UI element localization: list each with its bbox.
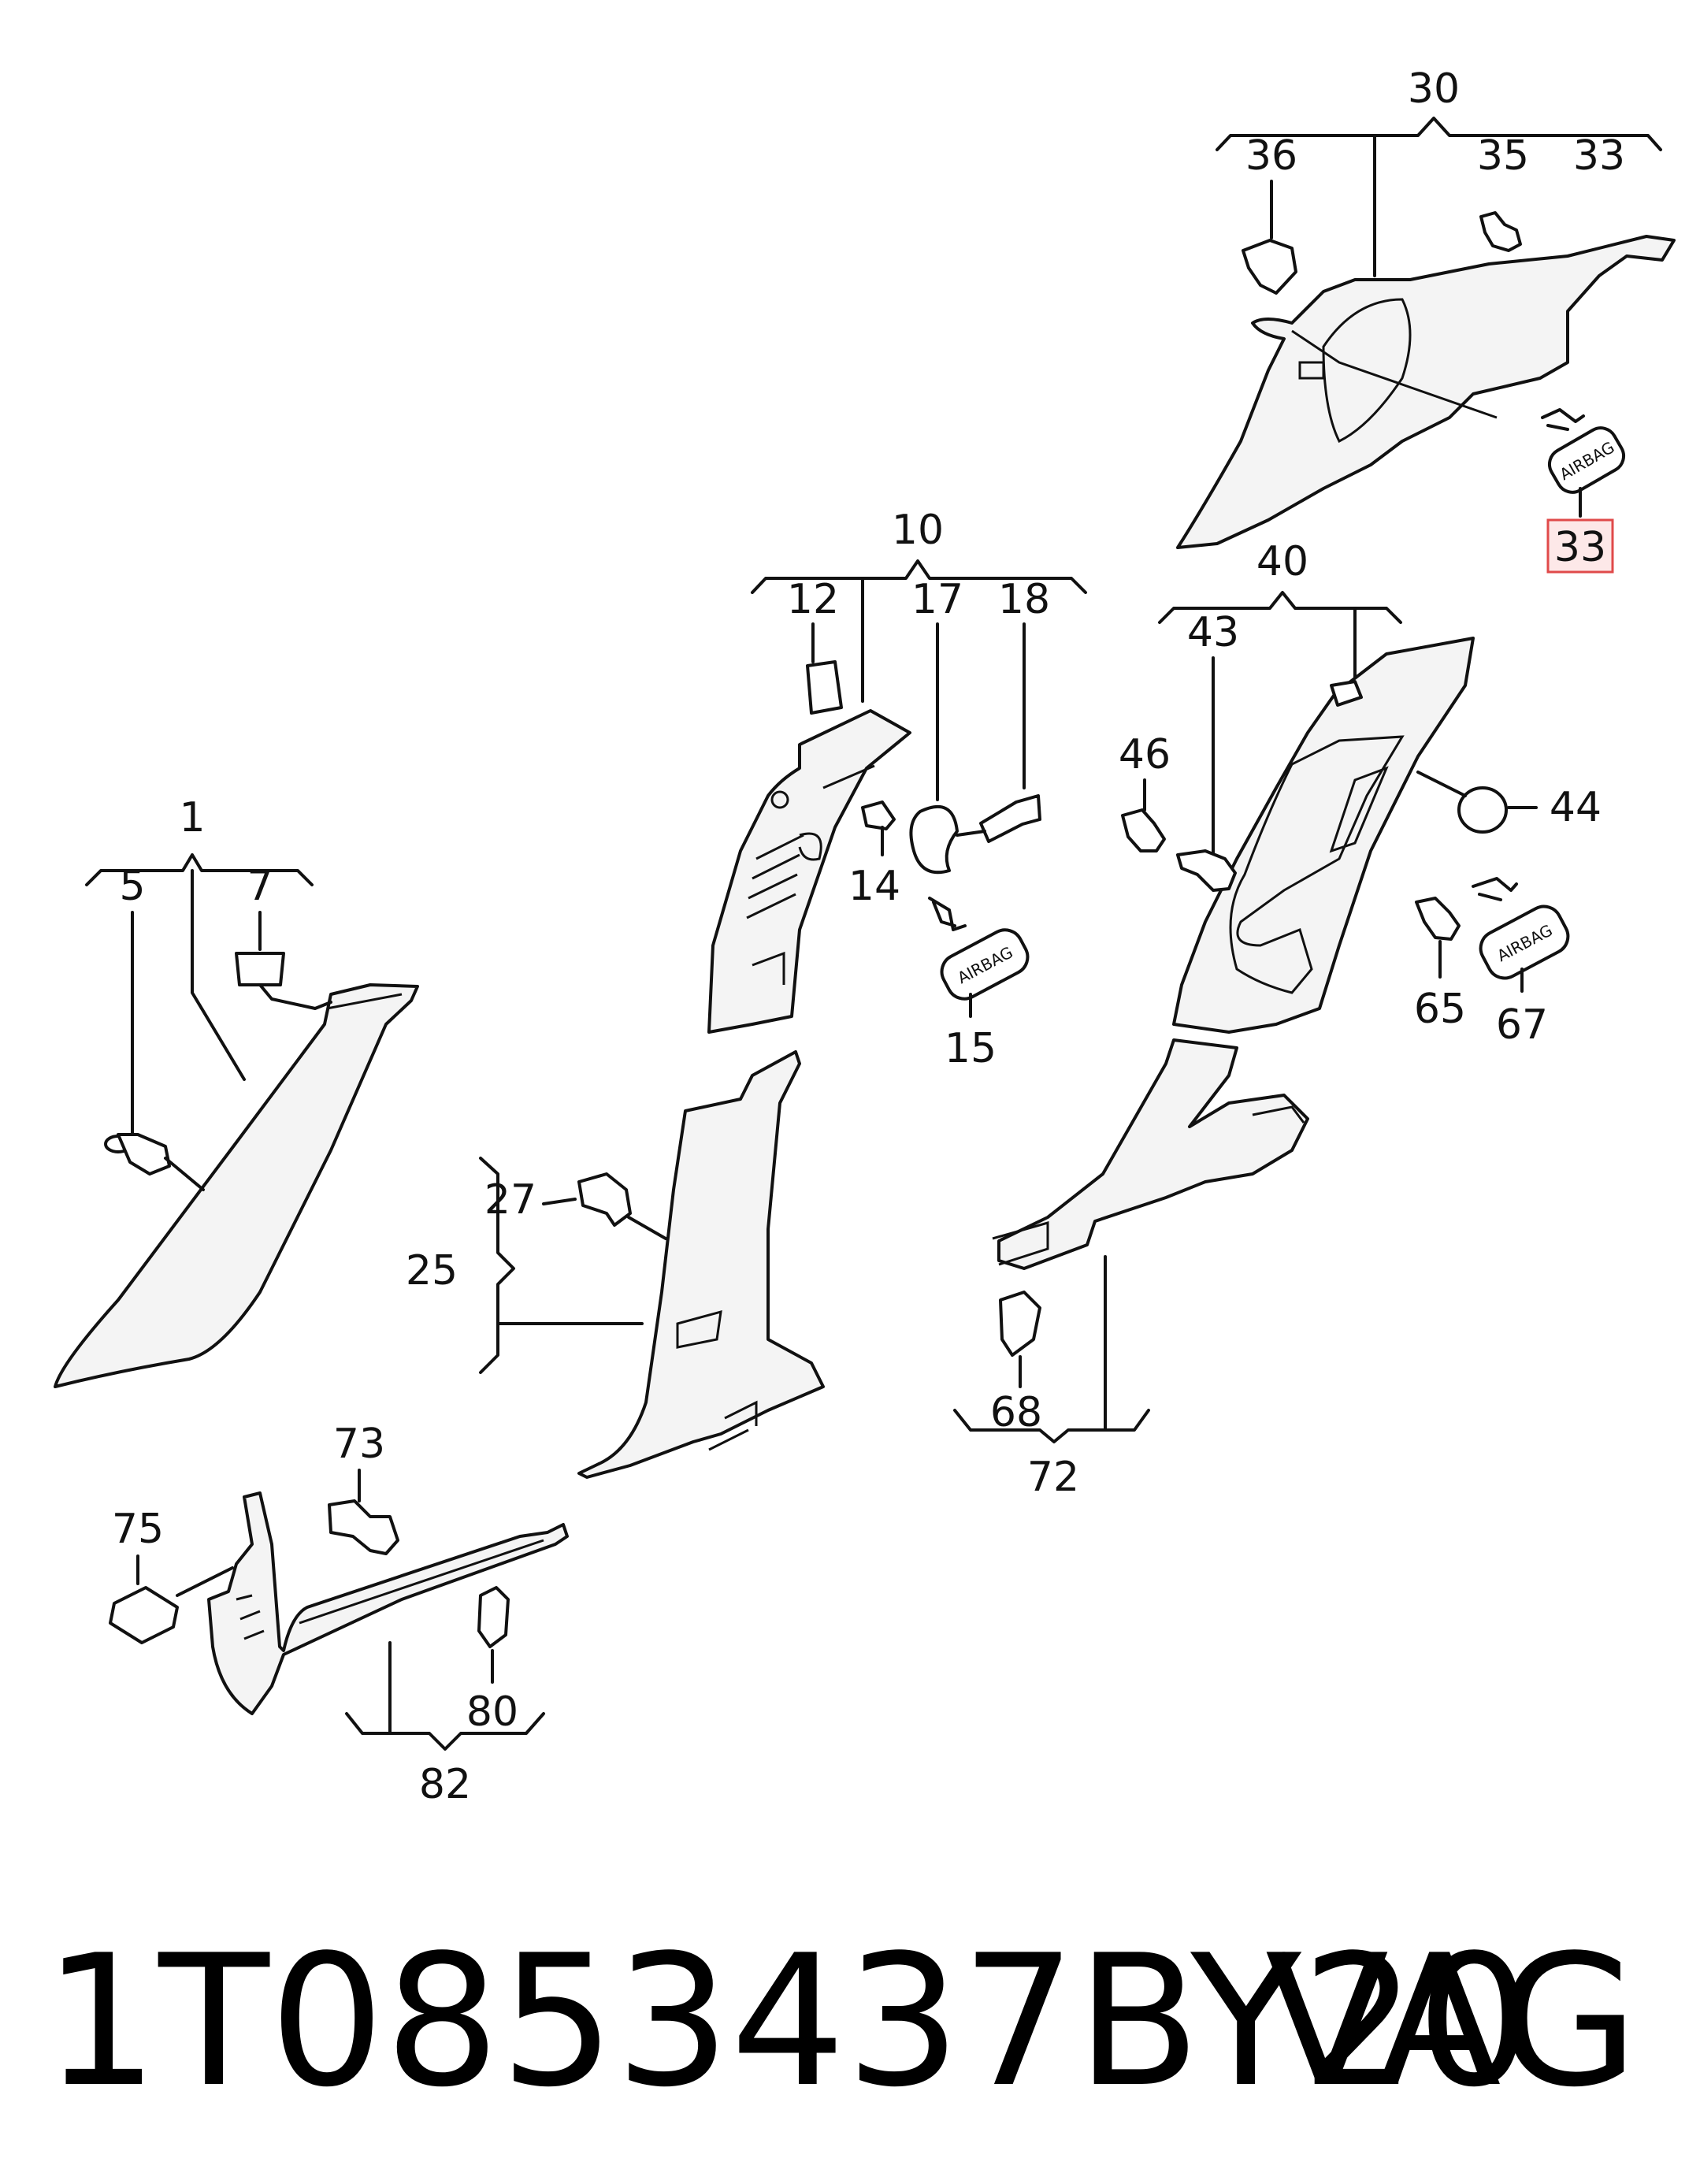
callout-67[interactable]: 43	[1187, 609, 1239, 656]
callout-68[interactable]: 46	[1119, 731, 1171, 778]
b-pillar-lower-trim[interactable]	[577, 1050, 825, 1479]
clip-12[interactable]	[806, 660, 843, 715]
callout-17[interactable]: 17	[911, 576, 963, 623]
airbag-badge-75[interactable]	[1475, 901, 1574, 984]
clip-36[interactable]	[1242, 239, 1297, 295]
callout-10[interactable]: 10	[892, 507, 944, 554]
bolt-68[interactable]	[1121, 808, 1166, 852]
clip-43[interactable]	[477, 1586, 510, 1648]
group-10-b-pillar-upper: 10 12 17 18 14 AIRBAG 15	[707, 507, 1087, 1072]
bolt-5[interactable]	[117, 1133, 171, 1176]
callout-73[interactable]: 65	[1414, 986, 1466, 1033]
callout-35[interactable]: 35	[1477, 132, 1529, 180]
callout-36[interactable]: 36	[1245, 132, 1297, 180]
callout-44[interactable]: 75	[112, 1506, 164, 1553]
group-25-b-pillar-lower: 25 27	[406, 1050, 825, 1479]
callout-33-highlighted[interactable]: 33	[1554, 524, 1606, 571]
callout-14[interactable]: 14	[848, 863, 900, 910]
callout-27[interactable]: 27	[484, 1176, 536, 1224]
callout-65[interactable]: 40	[1256, 538, 1308, 585]
brand-name: VAG	[1265, 1917, 1639, 2127]
group-40-front-sill: 73 75 80 82	[109, 1421, 569, 1808]
callout-1[interactable]: 1	[179, 794, 205, 841]
cap-17[interactable]	[909, 804, 959, 875]
bolt-73[interactable]	[1415, 897, 1461, 941]
callout-46[interactable]: 73	[333, 1421, 385, 1468]
callout-40[interactable]: 82	[419, 1761, 471, 1808]
callout-30[interactable]: 30	[1408, 65, 1460, 113]
bolt-67[interactable]	[1176, 849, 1237, 892]
clip-82[interactable]	[999, 1291, 1041, 1357]
front-sill-trim[interactable]	[207, 1491, 569, 1715]
callout-18[interactable]: 18	[998, 576, 1050, 623]
highlight-box-33	[1546, 518, 1614, 574]
callout-7[interactable]: 7	[247, 863, 273, 910]
callout-75[interactable]: 67	[1496, 1001, 1548, 1049]
group-80-rear-sill: 68 72	[953, 1038, 1309, 1501]
b-pillar-rear-trim[interactable]	[1172, 637, 1475, 1034]
clip-7[interactable]	[235, 952, 285, 986]
part-number: 1T0853437BY20	[43, 1917, 1532, 2127]
airbag-badge-15[interactable]	[936, 924, 1034, 1005]
group-30-c-pillar: 30 36 35 33 AIRBAG 33	[1176, 65, 1676, 574]
rear-sill-trim[interactable]	[997, 1038, 1309, 1270]
clip-65[interactable]	[1330, 680, 1363, 707]
callout-33-top[interactable]: 33	[1573, 132, 1625, 180]
clip-46[interactable]	[328, 1499, 399, 1555]
bolt-35[interactable]	[1479, 211, 1522, 252]
callout-12[interactable]: 12	[787, 576, 839, 623]
clip-27[interactable]	[577, 1172, 632, 1227]
callout-15[interactable]: 15	[945, 1025, 997, 1072]
screw-14[interactable]	[861, 800, 896, 830]
callout-43[interactable]: 80	[466, 1688, 518, 1736]
callout-72[interactable]: 44	[1550, 784, 1602, 831]
callout-5[interactable]: 5	[119, 863, 145, 910]
callout-80[interactable]: 72	[1027, 1454, 1079, 1501]
a-pillar-trim[interactable]	[54, 983, 419, 1388]
group-65-b-pillar-rear: 40 43 44 46 65 AIRBAG 67	[1119, 538, 1602, 1049]
b-pillar-upper-trim[interactable]	[707, 709, 911, 1034]
group-1-a-pillar: 1 5 7	[54, 794, 419, 1388]
cap-72[interactable]	[1457, 786, 1508, 834]
screw-18[interactable]	[979, 794, 1041, 843]
callout-25[interactable]: 25	[406, 1247, 458, 1294]
nut-44[interactable]	[109, 1586, 179, 1644]
airbag-badge-33[interactable]	[1544, 422, 1630, 498]
